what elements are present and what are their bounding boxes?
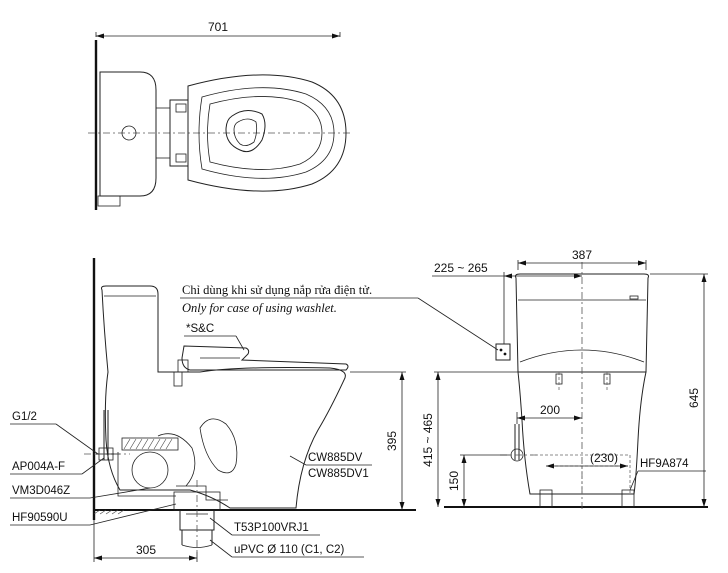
- leader-g12: [55, 423, 99, 455]
- dimension-225-265: 225 ~ 265: [434, 261, 488, 275]
- side-toilet-body: [101, 285, 346, 509]
- label-hf90590u: HF90590U: [12, 512, 68, 524]
- leader-model: [289, 455, 307, 466]
- front-tank: [515, 273, 649, 373]
- side-washlet-seat: [181, 345, 349, 371]
- label-model-cw885dv: CW885DV: [308, 452, 363, 464]
- leader-seat: [235, 335, 245, 351]
- leader-t53p100vrj1: [209, 517, 233, 536]
- label-seat: *S&C: [186, 323, 214, 335]
- dimension-200: 200: [540, 403, 560, 417]
- label-g12: G1/2: [12, 411, 37, 423]
- top-seat-outline: [187, 74, 347, 192]
- washlet-power-socket: [495, 343, 511, 361]
- dimension-415-465: 415 ~ 465: [421, 413, 435, 467]
- top-bowl-rim: [198, 87, 335, 179]
- side-view: 395 305 Chỉ dùng khi sử dụng nắp rửa điệ…: [10, 258, 499, 562]
- dimension-305: 305: [136, 543, 156, 557]
- note-vietnamese: Chỉ dùng khi sử dụng nắp rửa điện tử.: [182, 283, 372, 297]
- label-t53p100vrj1: T53P100VRJ1: [234, 522, 309, 534]
- floor-hatch: [93, 509, 125, 515]
- label-hf9a874: HF9A874: [640, 458, 689, 470]
- dimension-701: 701: [208, 20, 228, 34]
- top-supply-fitting: [97, 195, 121, 207]
- dimension-645: 645: [687, 388, 701, 408]
- label-model-cw885dv1: CW885DV1: [308, 468, 369, 480]
- front-flush-button: [629, 295, 639, 300]
- top-view: 701: [88, 20, 352, 210]
- dimension-230: (230): [590, 451, 618, 465]
- note-english: Only for case of using washlet.: [182, 301, 337, 315]
- leader-vm3d046z: [89, 487, 151, 499]
- top-flush-button: [121, 125, 137, 141]
- leader-hf9a874: [629, 470, 639, 491]
- side-internal-tank-hatched: [121, 437, 179, 451]
- dimension-387: 387: [572, 248, 592, 262]
- label-vm3d046z: VM3D046Z: [12, 485, 70, 497]
- front-right-foot: [621, 489, 635, 508]
- top-tank: [99, 71, 157, 197]
- label-upvc-pipe: uPVC Ø 110 (C1, C2): [234, 544, 345, 556]
- front-view: 387 225 ~ 265 645 415 ~ 465 150 200: [421, 248, 708, 512]
- label-ap004a: AP004A-F: [12, 461, 65, 473]
- front-left-foot: [539, 489, 553, 508]
- dimension-395: 395: [385, 431, 399, 451]
- leader-hf90590u: [89, 503, 177, 526]
- side-bowl-trapway: [199, 418, 238, 474]
- leader-ap004a: [81, 457, 105, 475]
- note-leader: [417, 297, 499, 351]
- side-upvc-pipe: [181, 530, 213, 545]
- leader-upvc-pipe: [209, 539, 233, 558]
- dimension-150: 150: [447, 471, 461, 491]
- top-water-spot: [225, 110, 266, 153]
